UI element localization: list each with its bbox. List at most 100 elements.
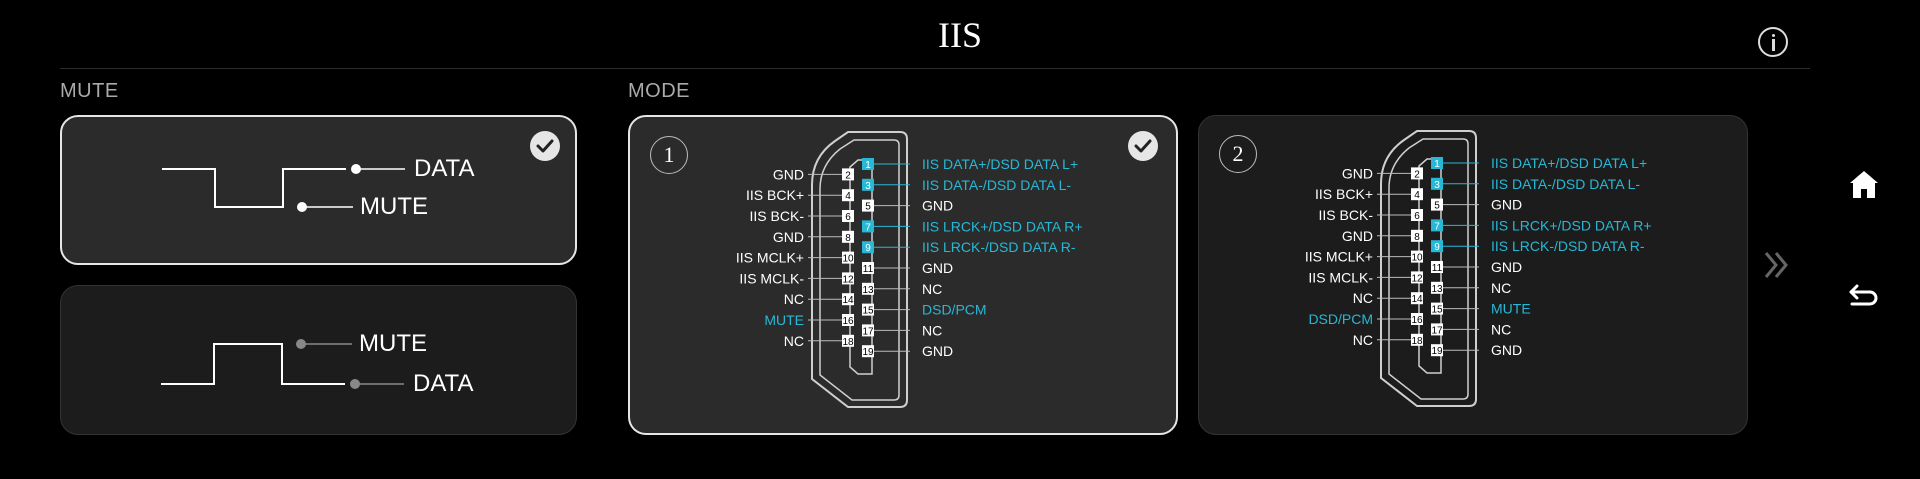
pin-number: 5: [865, 202, 871, 213]
pin-number: 2: [845, 170, 851, 181]
pin-number: 10: [1411, 253, 1423, 264]
pin-box: [1411, 271, 1423, 284]
mute-waveform-high: [161, 339, 404, 389]
pin-box: [862, 158, 874, 170]
pin-label: NC: [784, 333, 804, 349]
pin-label: GND: [922, 260, 953, 276]
pin-number: 8: [845, 233, 851, 244]
pin-number: 18: [1411, 336, 1423, 347]
pin-number: 14: [842, 295, 854, 306]
home-icon[interactable]: [1848, 168, 1880, 200]
pin-number: 5: [1434, 201, 1440, 212]
pin-label: GND: [922, 343, 953, 359]
pin-box: [1411, 333, 1423, 346]
pin-number: 9: [1434, 242, 1440, 253]
pin-box: [1431, 323, 1443, 336]
mode-1-number: 1: [650, 136, 688, 174]
pin-number: 3: [1434, 180, 1440, 191]
pin-label: NC: [1353, 332, 1373, 348]
pin-box: [1431, 302, 1443, 315]
mute-option-1[interactable]: DATA MUTE: [60, 115, 577, 265]
pin-label: IIS LRCK+/DSD DATA R+: [922, 218, 1083, 234]
pin-number: 18: [842, 337, 854, 348]
pin-box: [1431, 219, 1443, 232]
back-icon[interactable]: [1848, 280, 1880, 312]
pin-box: [842, 251, 854, 264]
pin-box: [842, 168, 854, 181]
pin-label: GND: [1342, 165, 1373, 181]
pin-label: GND: [1491, 342, 1522, 358]
pin-label: NC: [922, 322, 942, 338]
pin-label: IIS DATA-/DSD DATA L-: [922, 177, 1071, 193]
pin-label: GND: [1491, 197, 1522, 213]
pin-label: IIS BCK-: [1319, 207, 1374, 223]
pin-label: IIS BCK-: [750, 208, 805, 224]
pin-number: 19: [862, 347, 874, 358]
pin-box: [862, 324, 874, 337]
pin-number: 14: [1411, 294, 1423, 305]
pin-box: [862, 241, 874, 254]
pin-box: [1411, 188, 1423, 201]
pin-label: GND: [1491, 259, 1522, 275]
check-icon: [530, 131, 560, 161]
pin-label: IIS MCLK-: [1308, 269, 1373, 285]
page-title: IIS: [938, 15, 982, 55]
info-icon[interactable]: [1758, 27, 1788, 57]
pin-label: MUTE: [764, 312, 804, 328]
pin-label: IIS LRCK+/DSD DATA R+: [1491, 217, 1652, 233]
pin-number: 6: [1414, 211, 1420, 222]
pin-box: [1411, 229, 1423, 242]
pin-number: 9: [865, 243, 871, 254]
pin-number: 16: [842, 316, 854, 327]
pin-label: IIS MCLK+: [1305, 249, 1373, 265]
pin-number: 11: [1432, 263, 1443, 274]
pin-number: 15: [1431, 305, 1443, 316]
pin-number: 17: [1431, 325, 1443, 336]
pin-box: [842, 272, 854, 285]
pin-number: 15: [862, 306, 874, 317]
pin-box: [1431, 344, 1443, 357]
pin-label: IIS BCK+: [1315, 186, 1373, 202]
pin-box: [1431, 198, 1443, 211]
pin-box: [862, 220, 874, 233]
mute-option-1-lower-label: MUTE: [360, 193, 428, 220]
pin-box: [842, 230, 854, 243]
pin-label: IIS DATA+/DSD DATA L+: [1491, 155, 1647, 171]
pin-number: 1: [865, 160, 871, 171]
pin-number: 16: [1411, 315, 1423, 326]
pin-number: 10: [842, 254, 854, 265]
mode-section-label: MODE: [628, 80, 690, 102]
pin-label: IIS DATA-/DSD DATA L-: [1491, 176, 1640, 192]
mode-2-number: 2: [1219, 135, 1257, 173]
pin-box: [862, 282, 874, 295]
mute-waveform-low: [162, 164, 405, 212]
pin-box: [862, 345, 874, 358]
pin-box: [862, 303, 874, 316]
mute-option-2[interactable]: MUTE DATA: [60, 285, 577, 435]
mute-option-2-upper-label: MUTE: [359, 330, 427, 357]
pin-number: 19: [1431, 346, 1443, 357]
next-page-icon[interactable]: [1762, 250, 1792, 280]
pin-box: [862, 199, 874, 212]
pin-box: [1411, 167, 1423, 180]
pin-number: 8: [1414, 232, 1420, 243]
pin-box: [842, 293, 854, 306]
mute-option-2-lower-label: DATA: [413, 370, 474, 397]
pin-box: [842, 210, 854, 222]
pin-box: [862, 178, 874, 191]
pin-number: 12: [842, 274, 854, 285]
pin-label: IIS LRCK-/DSD DATA R-: [1491, 238, 1645, 254]
pin-number: 4: [845, 191, 851, 202]
pin-number: 13: [862, 285, 874, 296]
pin-box: [1411, 292, 1423, 305]
pin-label: IIS DATA+/DSD DATA L+: [922, 156, 1078, 172]
pin-label: NC: [1491, 321, 1511, 337]
check-icon: [1128, 131, 1158, 161]
pin-box: [862, 262, 874, 274]
pin-box: [1431, 281, 1443, 294]
pin-number: 7: [865, 222, 871, 233]
